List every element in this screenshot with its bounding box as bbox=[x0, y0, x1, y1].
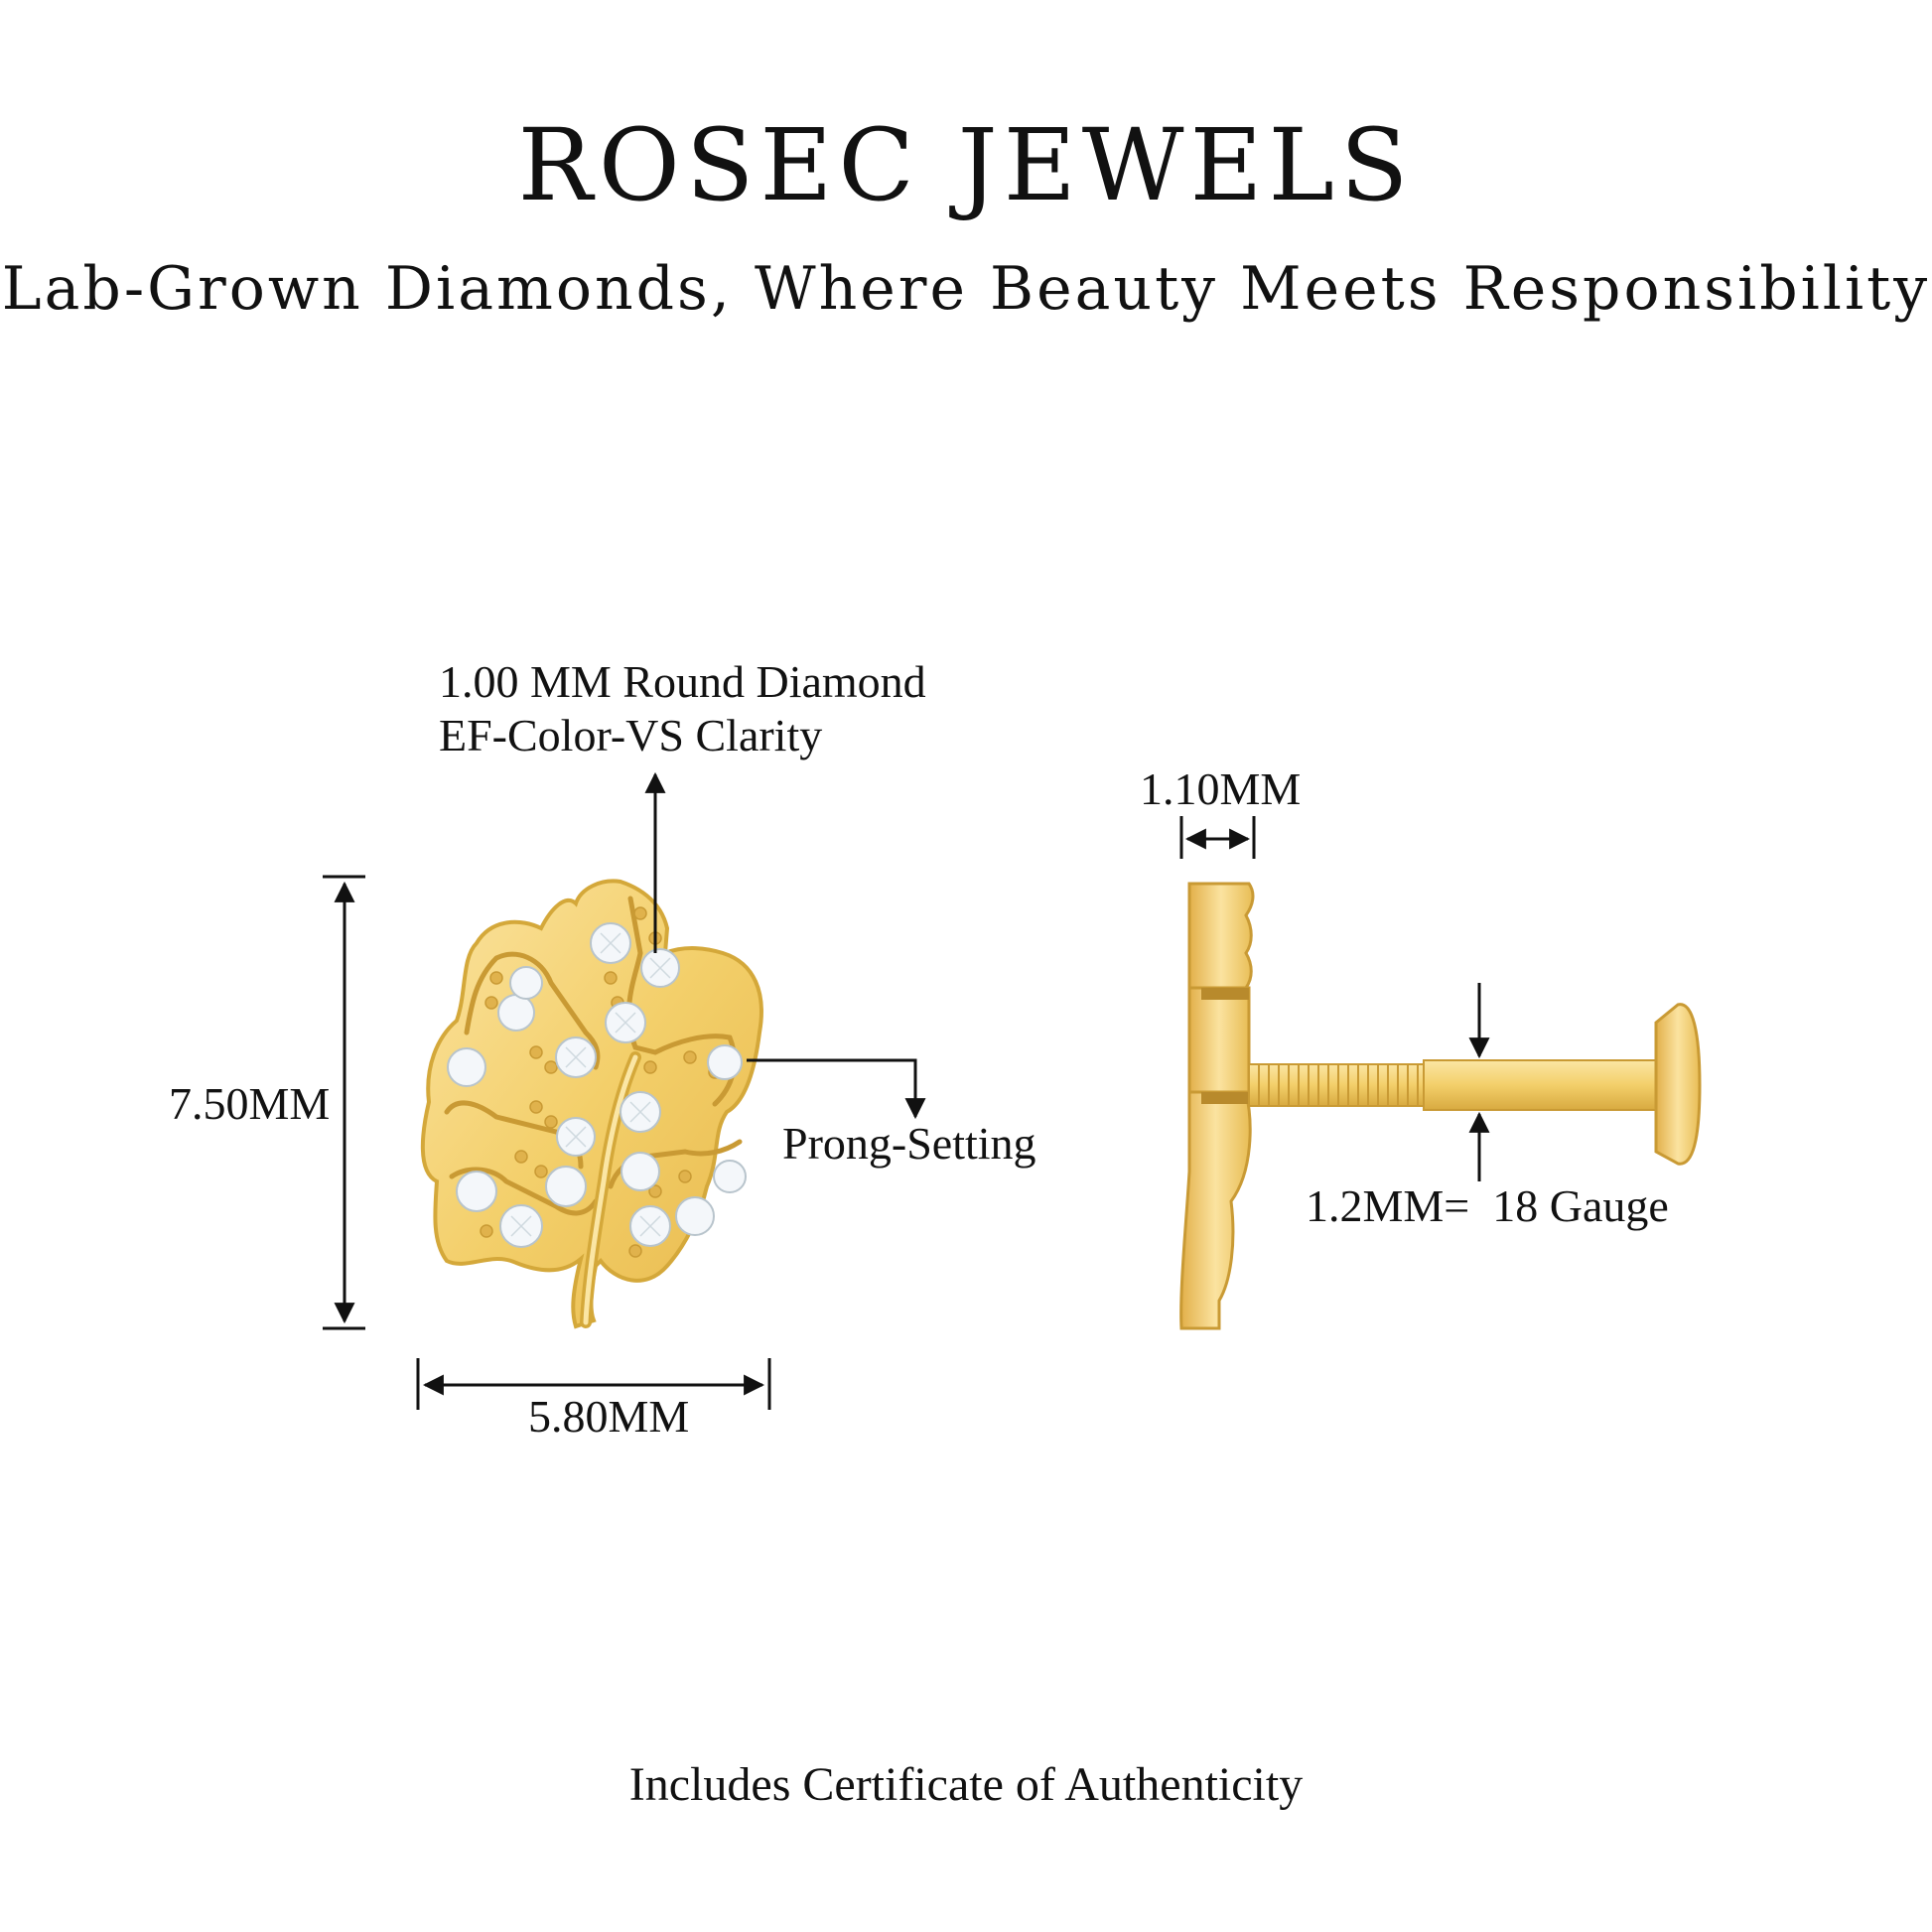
back-disc bbox=[1654, 1003, 1702, 1166]
leaf-profile bbox=[1187, 882, 1255, 990]
prong-leader bbox=[747, 1058, 926, 1120]
smooth-post bbox=[1423, 1059, 1663, 1111]
diamond-spec-line2: EF-Color-VS Clarity bbox=[439, 710, 823, 760]
diamond-spec-line1: 1.00 MM Round Diamond bbox=[439, 656, 926, 707]
width-label: 5.80MM bbox=[528, 1391, 690, 1442]
brand-title: ROSEC JEWELS bbox=[517, 107, 1415, 223]
width-dimension bbox=[416, 1358, 771, 1410]
certificate-note: Includes Certificate of Authenticity bbox=[628, 1758, 1304, 1811]
earring-side-view bbox=[1179, 882, 1702, 1330]
height-label: 7.50MM bbox=[169, 1078, 331, 1129]
leaf-inner-border bbox=[444, 896, 743, 1216]
leaf-earring-front bbox=[420, 879, 763, 1329]
height-dimension bbox=[323, 875, 365, 1330]
gauge-label: 1.2MM= 18 Gauge bbox=[1306, 1180, 1669, 1231]
setting-label: Prong-Setting bbox=[782, 1118, 1036, 1169]
thickness-label: 1.10MM bbox=[1140, 763, 1302, 814]
thickness-dimension bbox=[1179, 816, 1256, 859]
diamond-facets bbox=[510, 932, 671, 1237]
tagline: Lab-Grown Diamonds, Where Beauty Meets R… bbox=[1, 254, 1931, 324]
